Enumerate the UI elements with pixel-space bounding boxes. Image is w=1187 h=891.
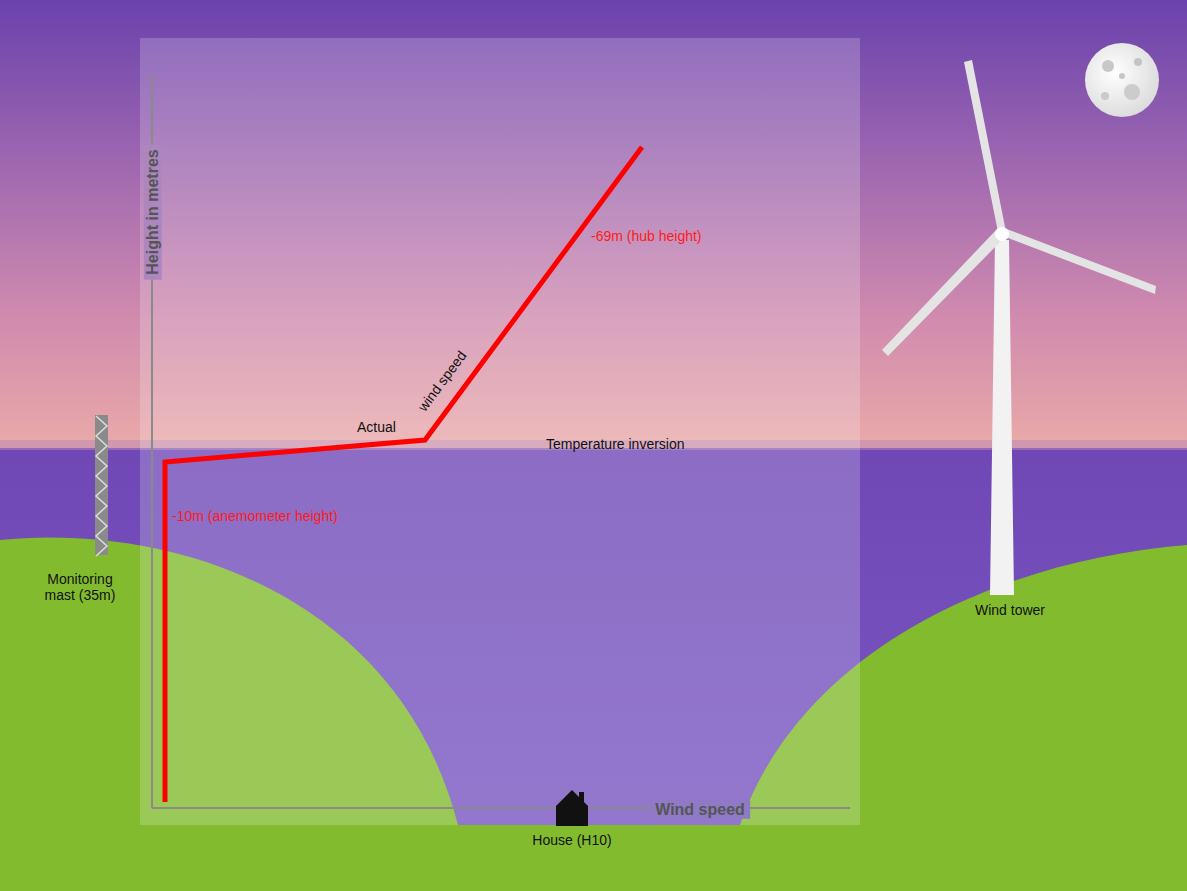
object-label: Monitoring mast (35m) <box>34 571 126 603</box>
axis-title: Wind speed <box>650 801 750 819</box>
line-label: Actual <box>357 419 396 435</box>
object-label: Wind tower <box>975 602 1045 618</box>
chart-panel <box>140 38 860 825</box>
mast-lattice <box>96 416 107 556</box>
moon-crater <box>1101 92 1109 100</box>
moon-disc <box>1085 43 1159 117</box>
turbine-hub <box>995 227 1009 241</box>
ground <box>0 825 1187 891</box>
house-chimney <box>579 792 584 802</box>
moon-crater <box>1102 60 1114 72</box>
monitoring-mast <box>95 415 108 556</box>
layer-label: Temperature inversion <box>546 436 685 452</box>
turbine-blade <box>882 228 1004 356</box>
mast-body <box>95 415 108 555</box>
moon-crater <box>1124 84 1140 100</box>
wind-tower <box>882 60 1156 595</box>
height-marker: -10m (anemometer height) <box>172 508 338 524</box>
moon-crater <box>1134 58 1142 66</box>
house-body <box>556 790 588 826</box>
house-icon <box>556 790 588 826</box>
height-marker: -69m (hub height) <box>591 228 702 244</box>
wind-profile-line <box>165 147 642 802</box>
turbine-blade <box>964 60 1006 232</box>
moon <box>1085 43 1159 117</box>
moon-crater <box>1119 73 1125 79</box>
tower-mast <box>990 240 1014 595</box>
axis-title: Height in metres <box>144 144 162 279</box>
object-label: House (H10) <box>532 832 611 848</box>
turbine-blade <box>1004 228 1156 294</box>
line-label: wind speed <box>414 348 469 415</box>
